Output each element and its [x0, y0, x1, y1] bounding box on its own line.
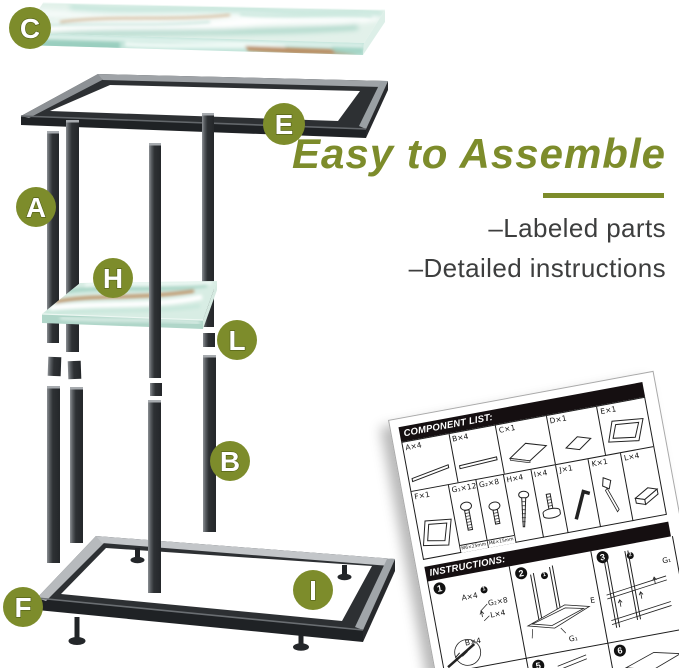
component-cell: K×1: [588, 453, 634, 527]
step3-diagram: [603, 550, 672, 628]
flat-bar-icon: [453, 448, 503, 481]
leg-bars: [47, 113, 216, 563]
part-badge-b: B: [210, 441, 250, 481]
step5-diagram: [557, 654, 587, 668]
step2-diagram: [526, 565, 591, 639]
flat-bar-icon: [407, 457, 457, 490]
leveling-foot: [68, 548, 352, 651]
headline-underline: [543, 193, 664, 198]
component-cell: G₁×12 M6×25mm: [448, 479, 489, 553]
instruction-manual: COMPONENT LIST: A×4 B×4 C×1 D×1 E×1: [388, 370, 679, 668]
component-cell: D×1: [546, 406, 607, 465]
component-cell: E×1: [597, 398, 653, 455]
feature-labeled-parts: –Labeled parts: [488, 213, 666, 243]
svg-text:I: I: [309, 575, 317, 606]
component-cell: H×4: [503, 469, 544, 543]
step6-diagram: [624, 652, 679, 668]
screw-icon: [480, 496, 514, 539]
screwdriver-icon: [591, 468, 632, 526]
component-table: A×4 B×4 C×1 D×1 E×1 F×1: [401, 396, 667, 560]
part-badge-l: L: [217, 320, 257, 360]
leg-bar-front: [148, 143, 162, 593]
part-badge-c: C: [9, 7, 51, 49]
svg-text:B: B: [220, 446, 240, 477]
leveling-foot-icon: [534, 484, 567, 537]
svg-text:A: A: [26, 192, 46, 223]
long-screw-icon: [506, 485, 542, 542]
svg-text:L: L: [228, 325, 245, 356]
svg-text:E: E: [275, 109, 294, 140]
shelf-marble: [41, 281, 217, 329]
component-cell: F×1: [411, 485, 462, 560]
panel-small-icon: [550, 424, 605, 464]
frame-icon: [415, 504, 460, 559]
frame-icon: [599, 409, 653, 454]
step1-diagram: [447, 603, 490, 668]
part-badge-f: F: [3, 587, 43, 627]
panel-icon: [499, 431, 555, 473]
tabletop-marble: [22, 2, 386, 55]
part-badge-a: A: [16, 187, 56, 227]
svg-text:H: H: [103, 263, 123, 294]
component-cell: A×4: [402, 434, 459, 491]
sleeve-icon: [626, 474, 666, 520]
instruction-steps: 1 A×4 G₂×8 L×4 B×4 1 2 1 E G₁ 3 2 G₁: [427, 536, 679, 668]
component-cell: C×1: [496, 416, 556, 474]
component-cell: B×4: [449, 425, 505, 483]
feature-list: –Labeled parts –Detailed instructions: [409, 208, 666, 288]
component-cell: I×4: [530, 465, 570, 538]
base-frame: [36, 536, 395, 651]
component-cell: L×4: [621, 447, 666, 521]
svg-text:C: C: [20, 13, 40, 44]
component-cell: J×1: [556, 459, 602, 533]
part-badge-h: H: [93, 258, 133, 298]
svg-text:F: F: [14, 592, 31, 623]
screw-icon: [452, 497, 486, 544]
feature-detailed-instructions: –Detailed instructions: [408, 253, 666, 283]
component-cell: G₂×8 M6×15mm: [476, 474, 517, 548]
part-badge-i: I: [293, 570, 333, 610]
headline: Easy to Assemble: [292, 130, 666, 177]
allen-key-icon: [560, 476, 601, 532]
part-badge-e: E: [263, 103, 305, 145]
